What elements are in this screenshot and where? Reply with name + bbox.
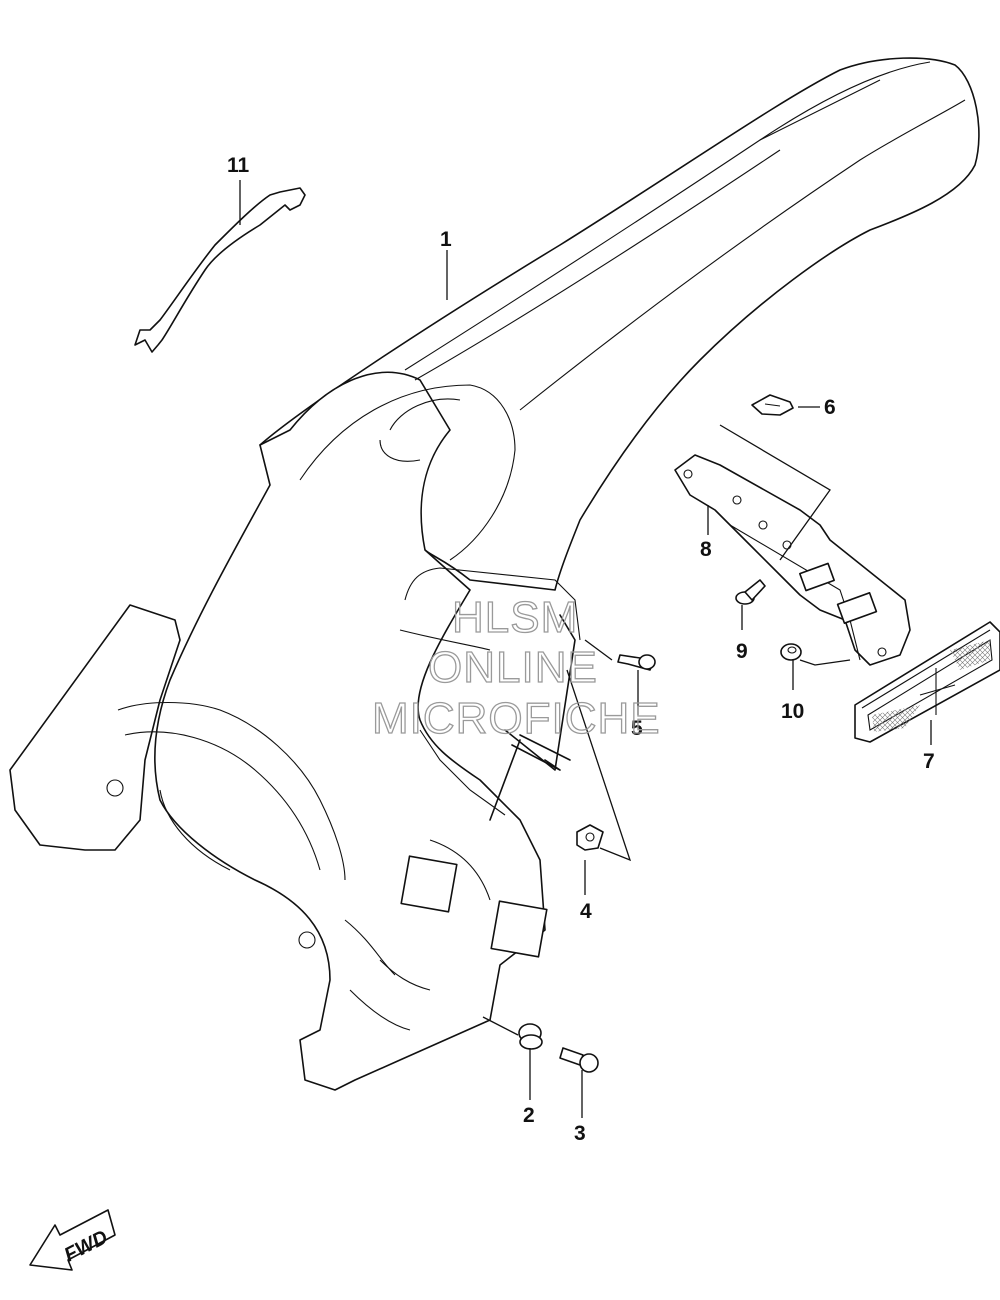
watermark-line-1: HLSM: [452, 593, 578, 642]
leader-lines: [239, 180, 932, 1118]
callout-2: 2: [523, 1104, 535, 1127]
callout-6: 6: [824, 396, 836, 419]
callout-5: 5: [631, 717, 643, 740]
callout-labels: 1 11 6 8 9 10 7 5 4 2 3: [227, 154, 935, 1145]
watermark: HLSM ONLINE MICROFICHE: [371, 592, 661, 743]
watermark-line-3: MICROFICHE: [372, 694, 661, 743]
callout-4: 4: [580, 900, 592, 923]
bolt-9-part[interactable]: [735, 579, 766, 605]
reflector-part[interactable]: [854, 621, 1000, 743]
rear-fender-part[interactable]: [9, 57, 980, 1091]
fwd-arrow-icon: [29, 1209, 116, 1271]
fwd-direction-badge: FWD: [29, 1209, 116, 1271]
bolt-3-part[interactable]: [559, 1047, 599, 1073]
clip-4-part[interactable]: [576, 824, 604, 851]
screw-5-part[interactable]: [617, 654, 656, 671]
spanner-tool-part[interactable]: [134, 187, 306, 353]
callout-11: 11: [227, 154, 250, 177]
callout-8: 8: [700, 538, 712, 561]
reflector-bracket-part[interactable]: [674, 454, 911, 666]
nut-10-part[interactable]: [780, 643, 802, 661]
callout-10: 10: [781, 700, 804, 723]
callout-9: 9: [736, 640, 748, 663]
callout-7: 7: [923, 750, 935, 773]
callout-1: 1: [440, 228, 452, 251]
watermark-line-2: ONLINE: [428, 643, 598, 692]
callout-3: 3: [574, 1122, 586, 1145]
nut-2-part[interactable]: [518, 1023, 543, 1050]
clip-nut-part[interactable]: [751, 394, 794, 416]
